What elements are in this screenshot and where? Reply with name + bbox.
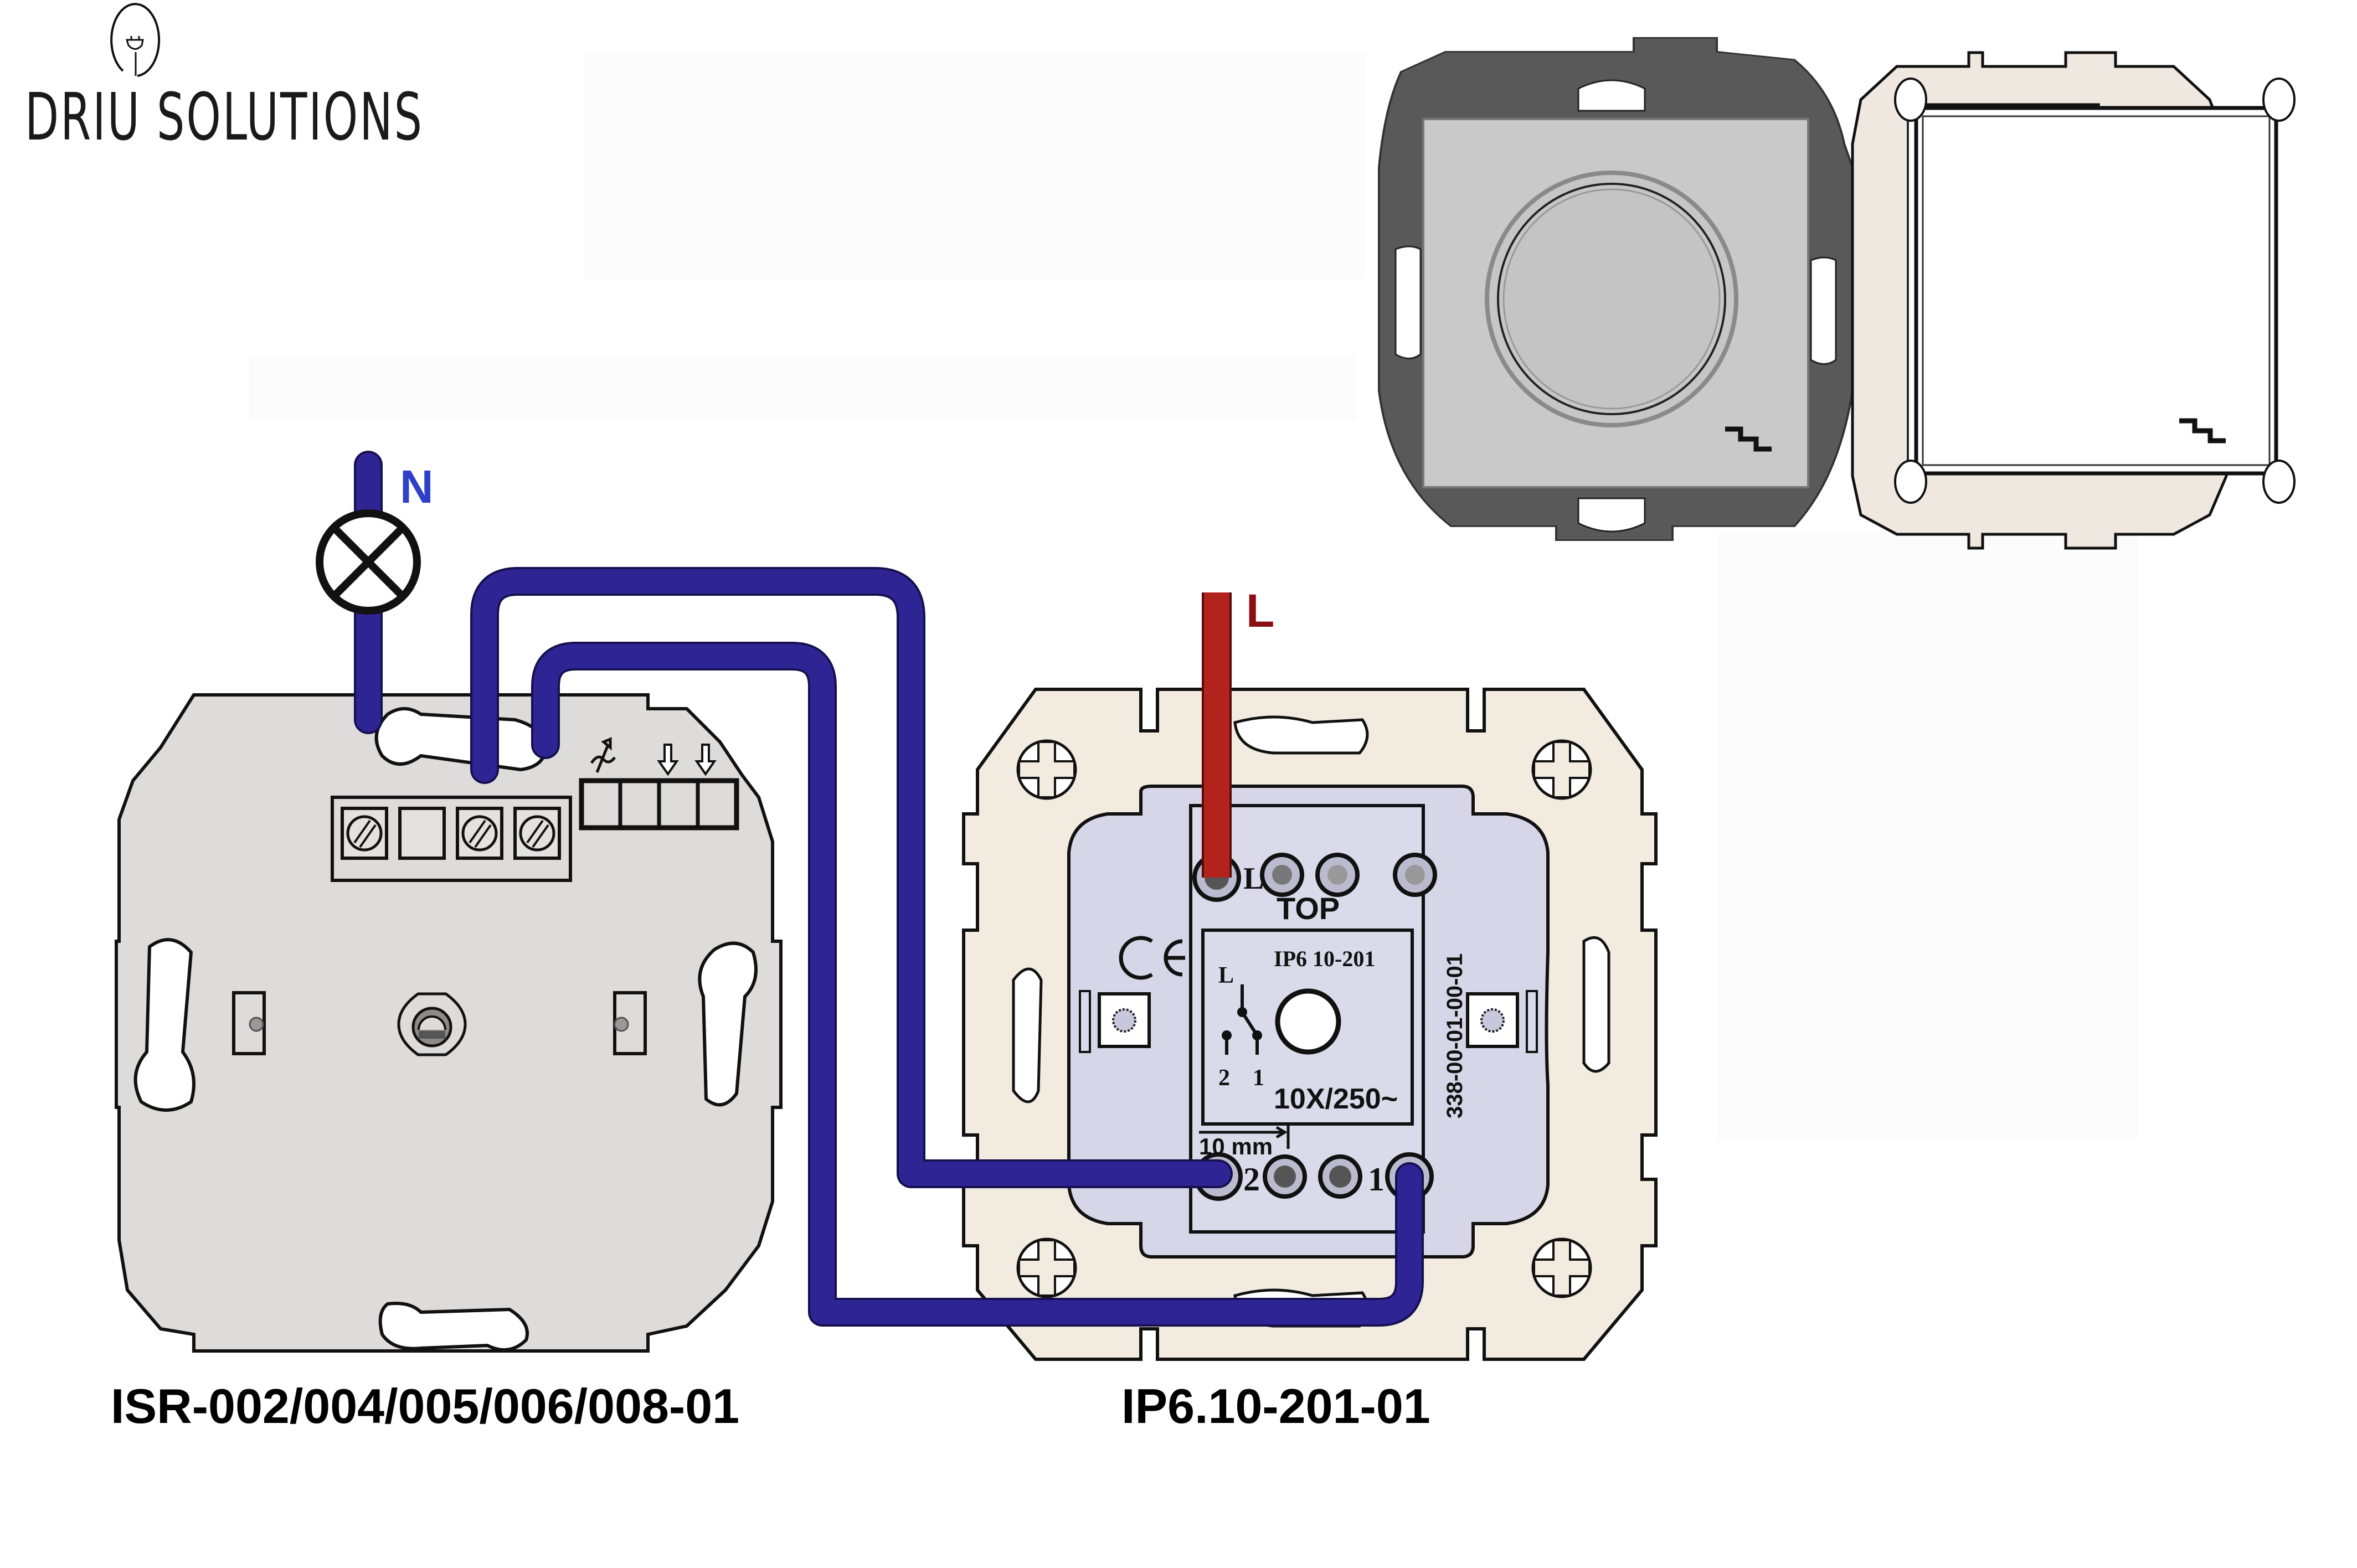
- actuator-hole: [1275, 988, 1341, 1055]
- module-code: IP6 10-201: [1274, 946, 1375, 971]
- mounting-slot: [698, 941, 758, 1107]
- switch-mechanism: IP6 10-201 L 2 1 10X/250~ TOP 338-00-01-…: [962, 688, 1658, 1361]
- mounting-slot: [378, 1302, 529, 1352]
- arrow-down-icon: [694, 744, 717, 776]
- schematic-label-1: 1: [1253, 1065, 1264, 1091]
- lamp-symbol-icon: [316, 509, 421, 615]
- staircase-icon: [2179, 418, 2226, 443]
- schematic-label-l: L: [1218, 963, 1234, 988]
- ce-mark-icon: [1119, 936, 1185, 980]
- mounting-slot: [1233, 715, 1369, 755]
- switch-schematic-icon: [1222, 984, 1262, 1055]
- side-code: 338-00-01-00-01: [1443, 953, 1467, 1118]
- arrow-down-icon: [657, 744, 679, 776]
- dimmer-shaft: [397, 992, 467, 1056]
- brand-name: DRIU SOLUTIONS: [25, 79, 424, 155]
- switch-label-panel: [1201, 929, 1414, 1126]
- brand-logo: DRIU SOLUTIONS: [25, 3, 424, 155]
- terminal: [1318, 1154, 1362, 1199]
- terminal: [1393, 853, 1437, 897]
- fixing-hole: [614, 1017, 629, 1032]
- lightbulb-plug-icon: [110, 3, 161, 77]
- faint-panel: [1717, 532, 2138, 1141]
- mounting-slot: [1582, 936, 1610, 1073]
- terminal-1-label: 1: [1368, 1161, 1385, 1198]
- link-wire-to-terminal-1: [533, 644, 1422, 1324]
- side-clamp: [1466, 990, 1538, 1053]
- terminal: [1260, 853, 1304, 897]
- dimmer-mechanism: [115, 693, 783, 1353]
- side-clamp: [1079, 990, 1151, 1053]
- mounting-slot: [1012, 967, 1043, 1103]
- screw-cross-icon: [1016, 739, 1077, 800]
- faint-panel: [249, 354, 1357, 421]
- terminal: [1263, 1154, 1307, 1199]
- top-label: TOP: [1277, 891, 1340, 926]
- strip-length-indicator: [1199, 1124, 1290, 1149]
- right-device-model: IP6.10-201-01: [1121, 1379, 1430, 1433]
- wiring: [354, 451, 1424, 1327]
- staircase-icon: [1725, 426, 1772, 452]
- push-terminal-block: [579, 778, 739, 831]
- mounting-slot: [133, 938, 195, 1112]
- terminal-2-label: 2: [1243, 1161, 1260, 1198]
- product-switch-front: [1851, 51, 2296, 550]
- rating-label: 10X/250~: [1274, 1083, 1398, 1115]
- screw-cross-icon: [1531, 1237, 1592, 1298]
- screw-terminal: [513, 807, 561, 860]
- screw-cross-icon: [1016, 1237, 1077, 1298]
- screw-terminal: [456, 807, 503, 860]
- schematic-label-2: 2: [1218, 1065, 1230, 1091]
- screw-terminal: [341, 807, 388, 860]
- fan-curve-icon: [590, 737, 616, 773]
- terminal: [1315, 853, 1360, 897]
- link-wire-to-terminal-2: [472, 569, 1231, 1186]
- mounting-slot: [374, 707, 548, 772]
- product-dimmer-front: [1378, 37, 1854, 541]
- left-device-model: ISR-002/004/005/006/008-01: [111, 1379, 739, 1433]
- faint-panel: [584, 53, 1365, 280]
- neutral-label: N: [400, 461, 434, 513]
- fixing-hole: [249, 1017, 264, 1032]
- empty-terminal: [398, 807, 446, 860]
- live-label: L: [1246, 585, 1274, 637]
- screw-cross-icon: [1531, 739, 1592, 800]
